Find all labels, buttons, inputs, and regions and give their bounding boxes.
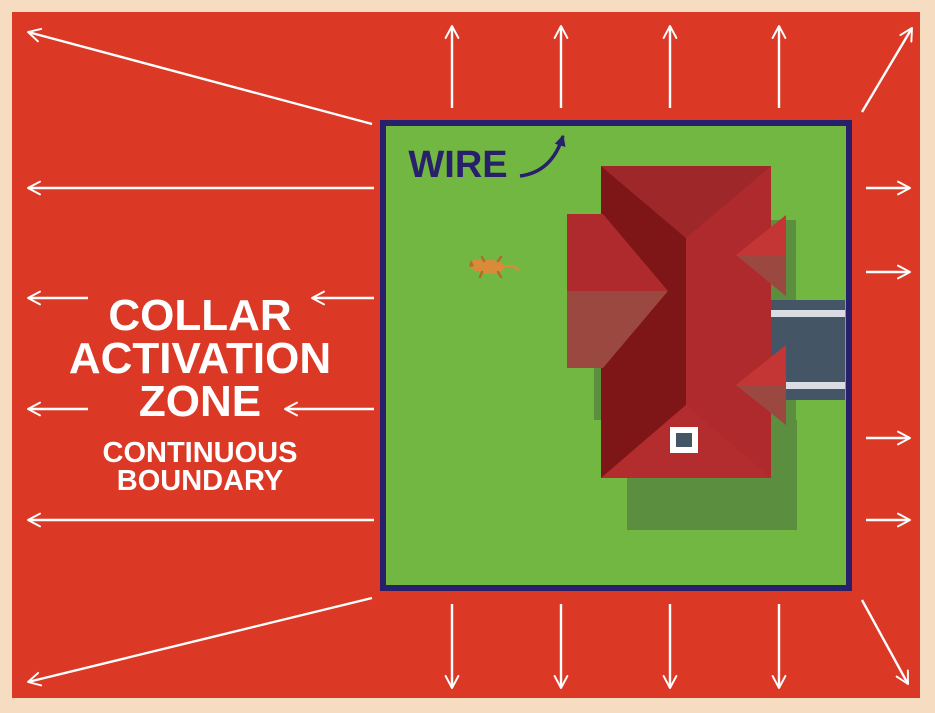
arrow-diag-down-right <box>860 599 910 685</box>
house <box>567 166 845 530</box>
zone-title-line-3: ZONE <box>139 377 261 426</box>
wire-label: WIRE <box>408 144 507 186</box>
zone-title-line-1: COLLAR <box>108 291 291 340</box>
arrows-bottom <box>27 596 910 689</box>
boundary-wire <box>380 120 852 591</box>
arrows-right <box>866 180 911 528</box>
driveway-stripe-bottom <box>785 382 845 389</box>
arrow-diag-down-left <box>27 596 373 687</box>
driveway-stripe-top <box>770 310 845 317</box>
arrow-diag-up-right <box>860 27 914 113</box>
roof-top-facet <box>601 166 771 238</box>
arrows-left <box>27 180 374 528</box>
curved-arrow-icon <box>519 134 566 178</box>
zone-title-line-2: ACTIVATION <box>69 334 331 383</box>
roof-right-dormer-bottom-shade <box>736 385 786 425</box>
arrow-diag-up-left <box>27 27 373 126</box>
chimney-inner <box>676 433 692 447</box>
zone-subtitle-line-1: CONTINUOUS <box>103 437 298 469</box>
arrows-top <box>27 25 914 126</box>
zone-subtitle-line-2: BOUNDARY <box>117 465 283 497</box>
roof-left-facet <box>567 291 668 368</box>
roof-left-dark <box>567 214 668 291</box>
dog-icon <box>469 255 520 279</box>
roof-right-dormer-top-shade <box>736 255 786 296</box>
